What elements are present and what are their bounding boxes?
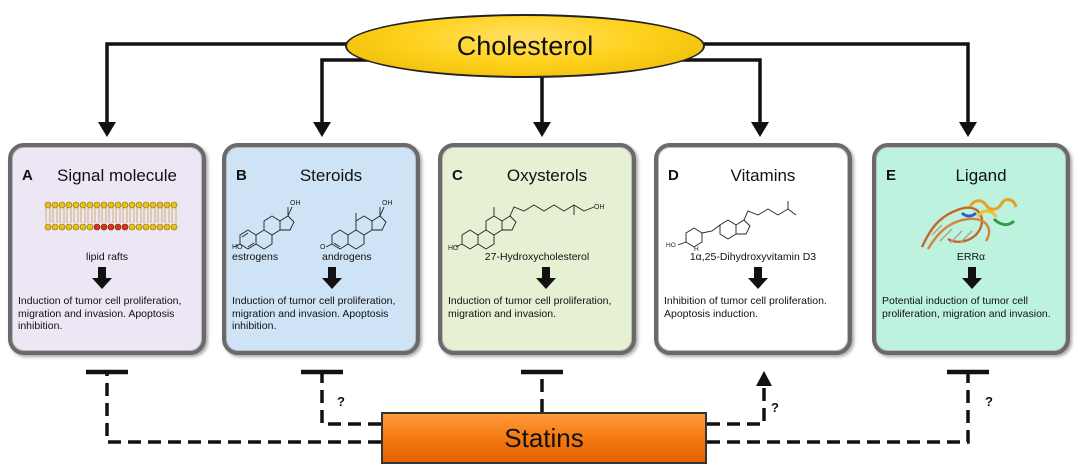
protein-dna-complex-illustration: [920, 198, 1018, 250]
effect-text: Induction of tumor cell proliferation, m…: [448, 295, 612, 320]
arrow-to-steroids: [320, 58, 395, 128]
svg-text:OH: OH: [382, 200, 393, 207]
statin-to-signal-molecule: [105, 374, 381, 444]
molecule-label: lipid rafts: [85, 251, 128, 263]
cholesterol-node: Cholesterol: [345, 14, 705, 78]
panel-letter: C: [452, 167, 463, 184]
uncertain-mark-steroids: ?: [337, 394, 345, 409]
effect-text: Inhibition of tumor cell proliferation. …: [664, 295, 827, 320]
svg-text:H: H: [694, 246, 699, 251]
panel-letter: D: [668, 167, 679, 184]
molecule-label: 27-Hydroxycholesterol: [484, 251, 590, 263]
molecule-label: 1α,25-Dihydroxyvitamin D3: [689, 251, 817, 263]
panel-letter: E: [886, 167, 897, 184]
down-arrow-icon: [962, 267, 982, 289]
effect-text: Potential induction of tumor cell prolif…: [882, 295, 1051, 320]
down-arrow-icon: [536, 267, 556, 289]
molecule-label-androgens: androgens: [322, 251, 372, 263]
statin-to-steroids: [320, 374, 381, 426]
svg-text:HO: HO: [666, 242, 676, 249]
molecule-label: ERRα: [956, 251, 986, 263]
panel-letter: B: [236, 167, 247, 184]
svg-text:OH: OH: [594, 204, 605, 211]
vitamin-d3-structure-illustration: HO H: [666, 201, 797, 251]
svg-text:OH: OH: [290, 200, 301, 207]
panel-title: Signal molecule: [56, 166, 177, 185]
panel-oxysterols: C Oxysterols HO OH 27-Hydroxycholesterol…: [438, 143, 636, 355]
panel-title: Steroids: [299, 166, 363, 185]
effect-text: Induction of tumor cell proliferation, m…: [18, 295, 182, 332]
panel-steroids: B Steroids HO OH O: [222, 143, 420, 355]
panel-title: Ligand: [955, 166, 1007, 185]
panel-letter: A: [22, 167, 33, 184]
statin-to-ligand: [707, 374, 970, 444]
uncertain-mark-vitamins: ?: [771, 400, 779, 415]
statins-label: Statins: [504, 422, 584, 453]
panel-ligand: E Ligand ERRα Potential induction of tum…: [872, 143, 1070, 355]
down-arrow-icon: [322, 267, 342, 289]
down-arrow-icon: [92, 267, 112, 289]
statins-node: Statins: [381, 412, 707, 464]
panel-vitamins: D Vitamins HO H 1α,25-Dihydroxyvitamin D…: [654, 143, 852, 355]
arrow-to-signal-molecule: [105, 42, 385, 128]
steroid-structures-illustration: HO OH O OH: [232, 200, 393, 251]
effect-text: Induction of tumor cell proliferation, m…: [232, 295, 396, 332]
cholesterol-label: Cholesterol: [456, 30, 594, 61]
panel-title: Vitamins: [730, 166, 796, 185]
lipid-bilayer-illustration: [44, 201, 178, 231]
panel-signal-molecule: A Signal molecule: [8, 143, 206, 355]
svg-text:O: O: [320, 244, 326, 251]
svg-text:HO: HO: [448, 245, 459, 251]
oxysterol-structure-illustration: HO OH: [448, 204, 605, 251]
svg-text:HO: HO: [232, 244, 243, 251]
down-arrow-icon: [748, 267, 768, 289]
molecule-label-estrogens: estrogens: [232, 251, 279, 263]
statin-to-vitamins: [707, 384, 766, 426]
uncertain-mark-ligand: ?: [985, 394, 993, 409]
arrow-to-ligand: [700, 42, 970, 128]
panel-title: Oxysterols: [506, 166, 588, 185]
